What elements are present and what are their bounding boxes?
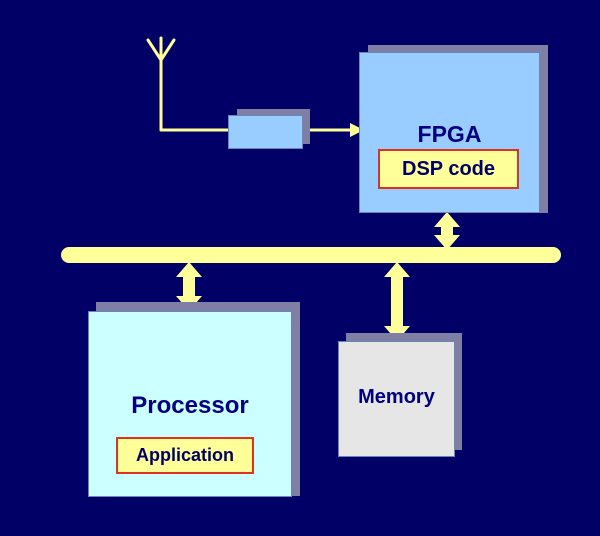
- system-bus: [61, 247, 561, 263]
- fpga-bus-arrow: [434, 212, 460, 250]
- dsp-code-chip: DSP code: [378, 149, 519, 189]
- application-chip: Application: [116, 437, 254, 474]
- fpga-title: FPGA: [417, 121, 482, 147]
- memory-block: Memory: [338, 341, 455, 457]
- memory-bus-arrow: [384, 262, 410, 341]
- memory-title: Memory: [358, 386, 435, 408]
- processor-block: Processor Application: [88, 311, 292, 497]
- rf-frontend-block: [228, 115, 303, 149]
- antenna-icon: [146, 36, 176, 132]
- processor-title: Processor: [131, 392, 249, 419]
- processor-bus-arrow: [176, 262, 202, 311]
- fpga-block: FPGA DSP code: [359, 52, 540, 213]
- fpga-input-arrowhead: [350, 123, 364, 137]
